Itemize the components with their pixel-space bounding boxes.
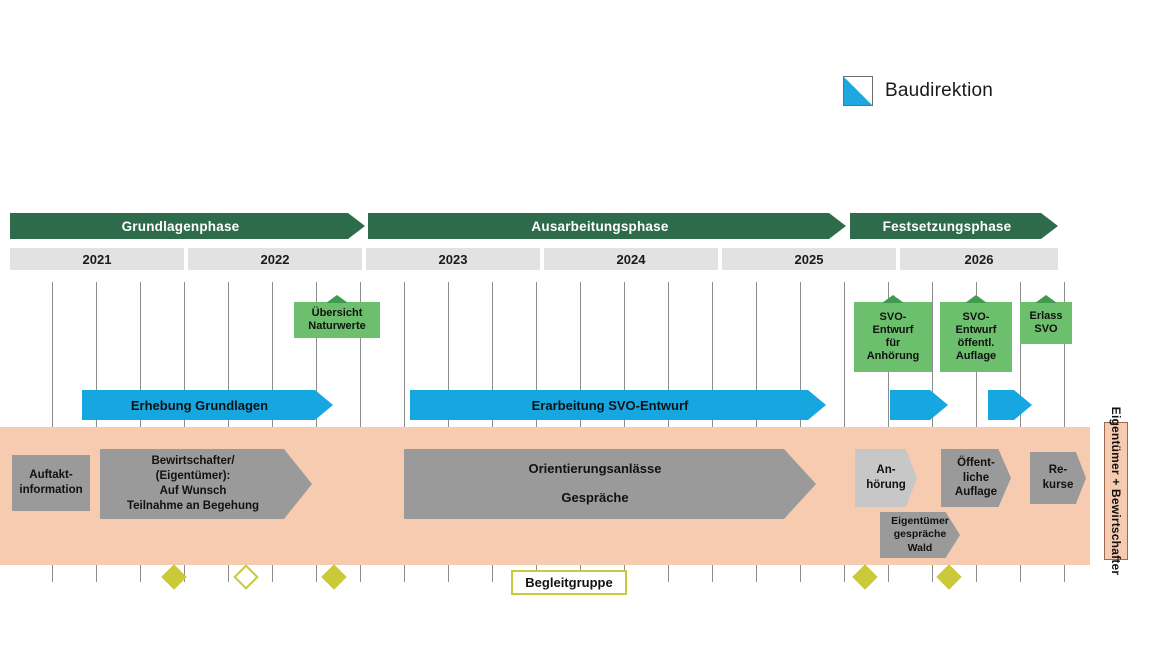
task-line: Bewirtschafter/ bbox=[151, 455, 235, 468]
milestone-svo-entwurf-oeffentliche-auflage: SVO- Entwurf öffentl. Auflage bbox=[940, 295, 1012, 372]
task-anhoerung: An- hörung bbox=[855, 449, 917, 507]
year-cell-2026: 2026 bbox=[900, 248, 1058, 270]
task-line: Auf Wunsch bbox=[159, 485, 227, 497]
milestone-pointer-icon bbox=[326, 295, 348, 303]
task-bewirtschafter-eigentuemer: Bewirtschafter/ (Eigentümer): Auf Wunsch… bbox=[100, 449, 312, 519]
milestone-diamond-hollow bbox=[233, 564, 259, 590]
milestone-line: Entwurf bbox=[955, 324, 997, 337]
task-line: information bbox=[19, 484, 83, 496]
milestone-diamond-filled bbox=[852, 564, 878, 590]
task-line: Eigentümer bbox=[891, 514, 949, 527]
milestone-line: Anhörung bbox=[866, 349, 920, 362]
milestone-line: SVO- bbox=[879, 311, 907, 324]
bar-label: Erarbeitung SVO-Entwurf bbox=[531, 397, 689, 413]
milestone-uebersicht-naturwerte: Übersicht Naturwerte bbox=[294, 295, 380, 338]
milestone-pointer-icon bbox=[882, 295, 904, 303]
task-line: liche bbox=[962, 471, 990, 484]
milestone-line: öffentl. bbox=[957, 337, 995, 349]
milestone-diamond-filled bbox=[161, 564, 187, 590]
year-cell-2021: 2021 bbox=[10, 248, 184, 270]
task-line: Gespräche bbox=[561, 490, 629, 505]
year-cell-2025: 2025 bbox=[722, 248, 896, 270]
bar-label bbox=[988, 390, 1030, 420]
milestone-pointer-icon bbox=[965, 295, 987, 303]
phase-bar-festsetzungsphase: Festsetzungsphase bbox=[850, 213, 1058, 239]
milestone-line: für bbox=[885, 337, 901, 349]
phase-label: Festsetzungsphase bbox=[882, 218, 1012, 234]
task-line: (Eigentümer): bbox=[155, 470, 231, 483]
milestone-line: Erlass bbox=[1029, 310, 1063, 323]
phase-bar-grundlagenphase: Grundlagenphase bbox=[10, 213, 365, 239]
task-line: Auflage bbox=[954, 486, 998, 499]
bar-anhoerung-blue bbox=[890, 390, 948, 420]
task-line: gespräche bbox=[893, 528, 947, 541]
bar-label bbox=[890, 390, 948, 420]
year-cell-2024: 2024 bbox=[544, 248, 718, 270]
task-orientierungsanlaesse-gespraeche: Orientierungsanlässe Gespräche bbox=[404, 449, 816, 519]
milestone-line: Entwurf bbox=[872, 324, 914, 337]
begleitgruppe-box: Begleitgruppe bbox=[511, 570, 627, 595]
milestone-diamond-filled bbox=[936, 564, 962, 590]
milestone-line: SVO bbox=[1034, 323, 1058, 335]
task-line: An- bbox=[876, 464, 896, 477]
baudirektion-logo-icon bbox=[843, 76, 873, 106]
side-label-eigentuemer-bewirtschafter: Eigentümer + Bewirtschafter bbox=[1104, 407, 1128, 575]
task-rekurse: Re- kurse bbox=[1030, 452, 1086, 504]
task-eigentuemergespraeche-wald: Eigentümer gespräche Wald bbox=[880, 512, 960, 558]
milestone-line: Übersicht bbox=[311, 307, 363, 320]
task-auftaktinformation: Auftakt- information bbox=[12, 455, 90, 511]
task-line: Re- bbox=[1048, 464, 1068, 477]
task-line: hörung bbox=[866, 479, 906, 491]
bar-auflage-blue bbox=[988, 390, 1032, 420]
year-cell-2022: 2022 bbox=[188, 248, 362, 270]
bar-erarbeitung-svo-entwurf: Erarbeitung SVO-Entwurf bbox=[410, 390, 826, 420]
task-line: Öffent- bbox=[957, 456, 995, 469]
milestone-erlass-svo: Erlass SVO bbox=[1020, 295, 1072, 344]
task-line: Teilnahme an Begehung bbox=[126, 499, 260, 512]
side-label-text: Eigentümer + Bewirtschafter bbox=[1109, 406, 1124, 576]
task-line: Auftakt- bbox=[29, 469, 73, 482]
milestone-diamond-filled bbox=[321, 564, 347, 590]
task-line: kurse bbox=[1042, 479, 1074, 491]
legend-baudirektion: Baudirektion bbox=[843, 76, 993, 106]
bar-label: Erhebung Grundlagen bbox=[130, 397, 269, 413]
milestone-line: Auflage bbox=[955, 349, 997, 362]
phase-label: Ausarbeitungsphase bbox=[531, 218, 669, 234]
task-oeffentliche-auflage: Öffent- liche Auflage bbox=[941, 449, 1011, 507]
legend-label: Baudirektion bbox=[885, 80, 994, 101]
phase-label: Grundlagenphase bbox=[121, 218, 240, 234]
task-line: Orientierungsanlässe bbox=[528, 461, 662, 477]
milestone-line: Naturwerte bbox=[308, 320, 366, 332]
milestone-line: SVO- bbox=[962, 311, 990, 324]
year-cell-2023: 2023 bbox=[366, 248, 540, 270]
phase-bar-ausarbeitungsphase: Ausarbeitungsphase bbox=[368, 213, 846, 239]
task-line: Wald bbox=[907, 541, 933, 554]
bar-erhebung-grundlagen: Erhebung Grundlagen bbox=[82, 390, 333, 420]
milestone-svo-entwurf-anhoerung: SVO- Entwurf für Anhörung bbox=[854, 295, 932, 372]
milestone-pointer-icon bbox=[1035, 295, 1057, 303]
